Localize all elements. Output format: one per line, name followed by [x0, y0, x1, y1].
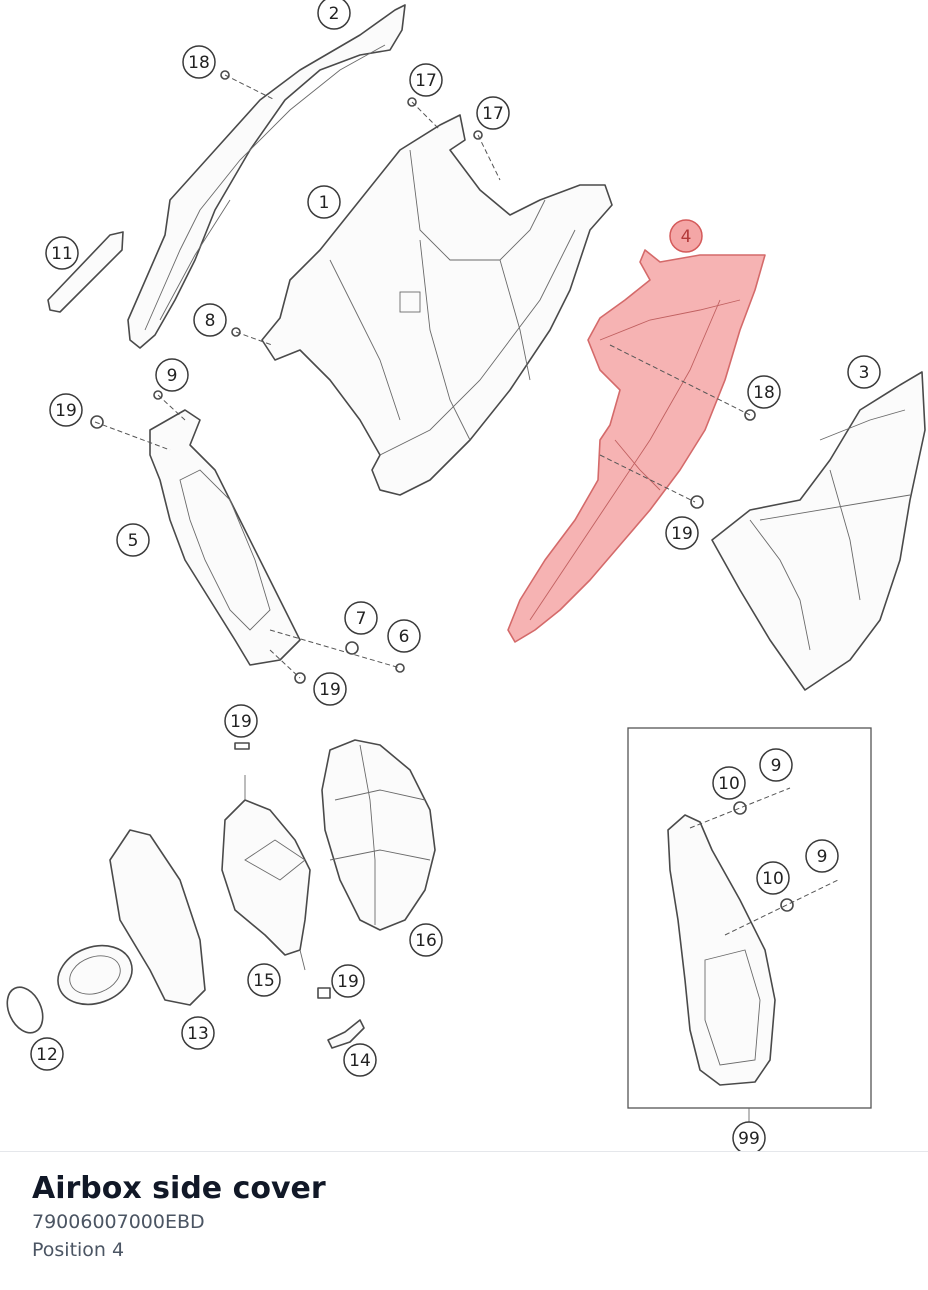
part-title: Airbox side cover	[32, 1171, 326, 1206]
part-99-inset[interactable]	[627, 727, 872, 1125]
callout-16[interactable]: 16	[409, 923, 443, 957]
callout-label: 6	[399, 627, 410, 647]
callout-7[interactable]: 7	[344, 601, 378, 635]
callout-5[interactable]: 5	[116, 523, 150, 557]
callout-label: 19	[337, 972, 359, 992]
callout-8[interactable]: 8	[193, 303, 227, 337]
part-11-strip[interactable]	[47, 231, 124, 313]
callout-18[interactable]: 18	[182, 45, 216, 79]
callout-1[interactable]: 1	[307, 185, 341, 219]
part-2-side-frame[interactable]	[127, 4, 406, 349]
callout-label: 8	[205, 311, 216, 331]
part-14-bracket[interactable]	[327, 1019, 365, 1049]
callout-10[interactable]: 10	[712, 766, 746, 800]
callout-label: 3	[859, 363, 870, 383]
callout-12[interactable]: 12	[30, 1037, 64, 1071]
callout-19[interactable]: 19	[313, 672, 347, 706]
callout-label: 9	[167, 366, 178, 386]
callout-label: 19	[55, 401, 77, 421]
part-16-filter-cover[interactable]	[321, 739, 436, 931]
callout-19[interactable]: 19	[665, 516, 699, 550]
callout-3[interactable]: 3	[847, 355, 881, 389]
callout-balloons: 1234567899910101112131415161717181819191…	[30, 0, 881, 1152]
callout-label: 19	[319, 680, 341, 700]
part-12-hose-clamp[interactable]	[0, 981, 49, 1038]
callout-label: 14	[349, 1051, 371, 1071]
part-5-filter-housing[interactable]	[149, 409, 301, 666]
callout-label: 99	[738, 1129, 760, 1149]
callout-2[interactable]: 2	[317, 0, 351, 30]
callout-label: 18	[188, 53, 210, 73]
callout-label: 11	[51, 244, 73, 264]
callout-label: 18	[753, 383, 775, 403]
callout-label: 4	[681, 227, 692, 247]
part-4-airbox-side-cover[interactable]	[507, 249, 766, 643]
fastener-leaders	[94, 74, 751, 679]
callout-label: 15	[253, 971, 275, 991]
callout-17[interactable]: 17	[476, 96, 510, 130]
callout-label: 10	[762, 869, 784, 889]
callout-9[interactable]: 9	[759, 748, 793, 782]
callout-17[interactable]: 17	[409, 63, 443, 97]
callout-4-selected[interactable]: 4	[669, 219, 703, 253]
callout-10[interactable]: 10	[756, 861, 790, 895]
callout-label: 5	[128, 531, 139, 551]
callout-label: 1	[319, 193, 330, 213]
part-13-intake-boot[interactable]	[50, 829, 206, 1014]
callout-label: 2	[329, 4, 340, 24]
part-15-filter-cage[interactable]	[221, 775, 311, 971]
callout-13[interactable]: 13	[181, 1016, 215, 1050]
callout-label: 19	[230, 712, 252, 732]
callout-11[interactable]: 11	[45, 236, 79, 270]
callout-label: 16	[415, 931, 437, 951]
callout-label: 9	[771, 756, 782, 776]
callout-label: 12	[36, 1045, 58, 1065]
part-position: Position 4	[32, 1239, 125, 1261]
callout-14[interactable]: 14	[343, 1043, 377, 1077]
callout-9[interactable]: 9	[805, 839, 839, 873]
part-1-airbox[interactable]	[261, 114, 613, 496]
callout-9[interactable]: 9	[155, 358, 189, 392]
callout-label: 10	[718, 774, 740, 794]
callout-label: 17	[482, 104, 504, 124]
part-number: 79006007000EBD	[32, 1211, 205, 1233]
callout-6[interactable]: 6	[387, 619, 421, 653]
part-info-panel: Airbox side cover 79006007000EBD Positio…	[32, 1170, 326, 1264]
callout-label: 7	[356, 609, 367, 629]
fastener-parts	[90, 70, 756, 999]
divider	[0, 1151, 928, 1152]
callout-99[interactable]: 99	[732, 1121, 766, 1152]
exploded-parts-diagram: 1234567899910101112131415161717181819191…	[0, 0, 926, 1152]
callout-19[interactable]: 19	[224, 704, 258, 738]
callout-label: 9	[817, 847, 828, 867]
part-3-side-cover[interactable]	[711, 371, 926, 691]
callout-19[interactable]: 19	[49, 393, 83, 427]
callout-19[interactable]: 19	[331, 964, 365, 998]
callout-15[interactable]: 15	[247, 963, 281, 997]
callout-label: 17	[415, 71, 437, 91]
callout-label: 19	[671, 524, 693, 544]
callout-18[interactable]: 18	[747, 375, 781, 409]
callout-label: 13	[187, 1024, 209, 1044]
